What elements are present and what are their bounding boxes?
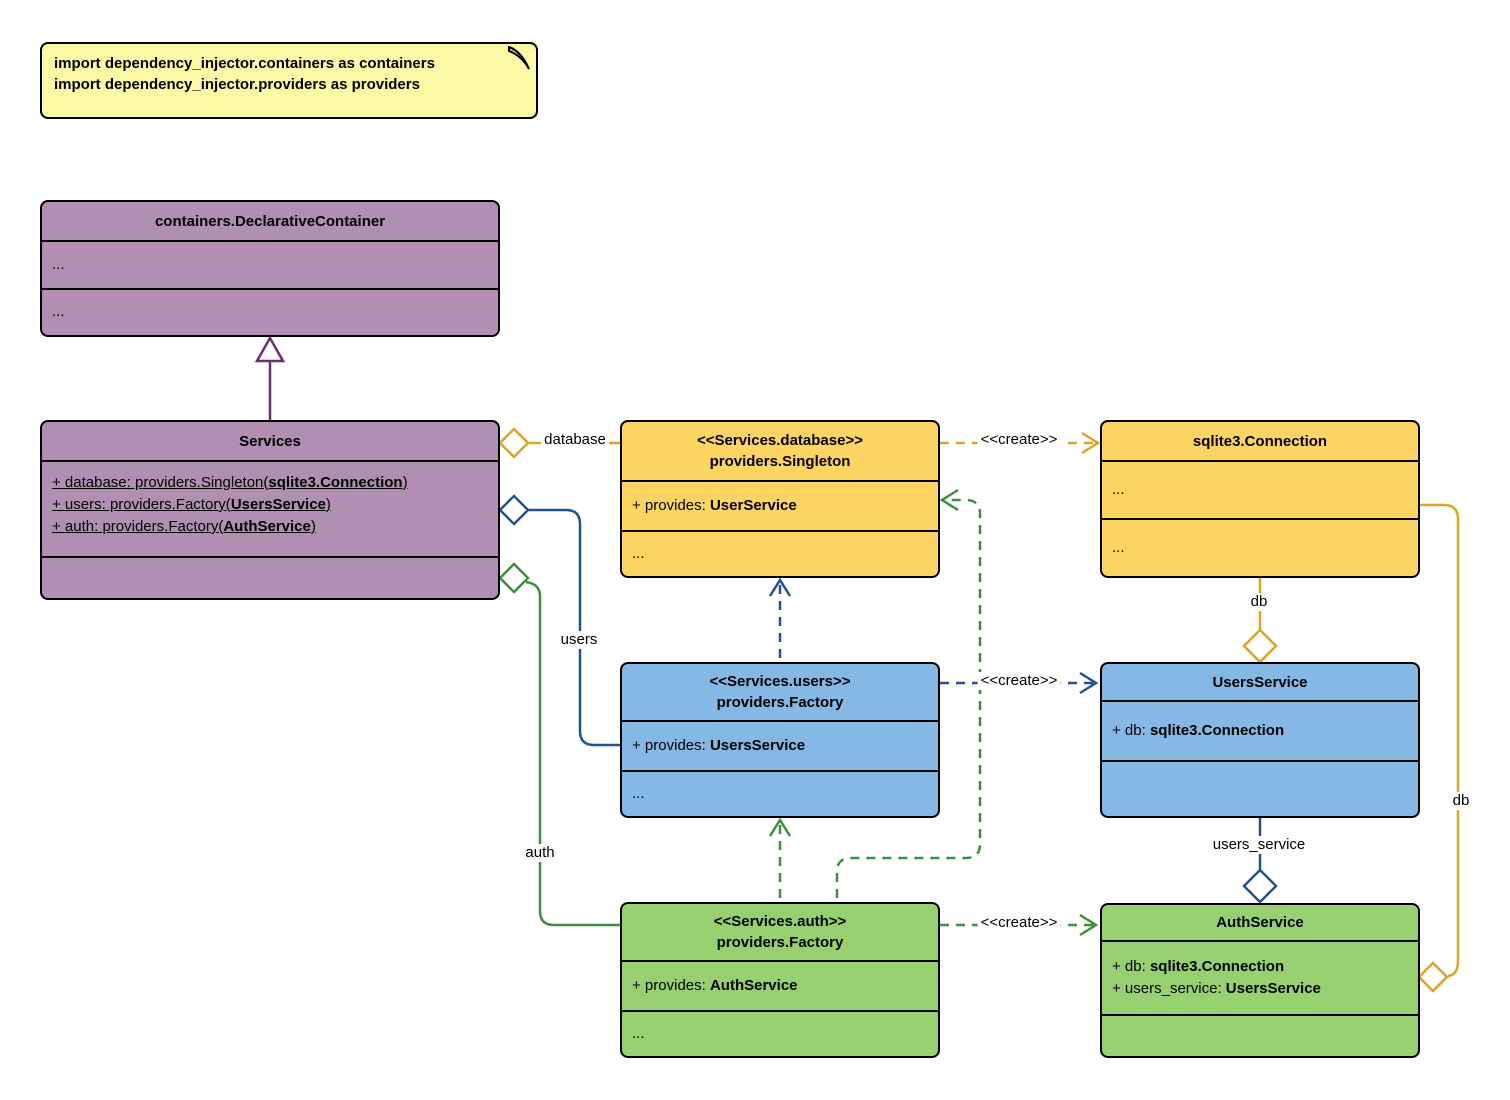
edge-users — [528, 508, 620, 747]
class-title: Services — [239, 432, 301, 450]
class-database-singleton: <<Services.database>> providers.Singleto… — [620, 420, 940, 578]
attributes-compartment: + db: sqlite3.Connection + users_service… — [1102, 940, 1418, 1014]
edge-label-users-service: users_service — [1209, 836, 1309, 854]
generalization-triangle-icon — [254, 335, 286, 363]
class-title: AuthService — [1216, 914, 1304, 931]
arrowhead-auth-singleton-icon — [939, 488, 959, 512]
aggregation-diamond-users-icon — [498, 494, 530, 526]
aggregation-diamond-db-right-icon — [1417, 961, 1449, 993]
attr-db: + db: sqlite3.Connection — [1112, 958, 1285, 975]
methods-compartment — [1102, 1014, 1418, 1056]
attributes-compartment: ... — [42, 240, 498, 288]
class-users-service: UsersService + db: sqlite3.Connection — [1100, 662, 1420, 818]
ellipsis-row: ... — [632, 545, 645, 562]
class-sqlite-connection: sqlite3.Connection ... ... — [1100, 420, 1420, 578]
attr-users-service: + users_service: UsersService — [1112, 980, 1321, 997]
class-title: <<Services.auth>> providers.Factory — [713, 913, 847, 951]
ellipsis-row: ... — [632, 785, 645, 802]
edge-label-users: users — [557, 631, 601, 649]
class-title: sqlite3.Connection — [1192, 432, 1328, 450]
attr-provides: + provides: UserService — [632, 497, 797, 514]
ellipsis-row: ... — [52, 303, 65, 321]
methods-compartment: ... — [42, 287, 498, 336]
edge-db-right — [1420, 503, 1460, 978]
methods-compartment: ... — [622, 1010, 938, 1056]
class-title: containers.DeclarativeContainer — [154, 212, 386, 230]
ellipsis-row: ... — [632, 1025, 645, 1042]
note-line: import dependency_injector.providers as … — [54, 76, 420, 93]
methods-compartment — [42, 556, 498, 598]
class-stereotype: <<Services.users>> — [709, 673, 851, 690]
attributes-compartment: + provides: UsersService — [622, 720, 938, 770]
aggregation-diamond-database-icon — [498, 427, 530, 459]
note-fold-icon — [508, 46, 530, 70]
attr-db: + db: sqlite3.Connection — [1112, 722, 1285, 739]
note-line: import dependency_injector.containers as… — [54, 55, 435, 72]
edge-label-create-database: <<create>> — [977, 431, 1061, 449]
arrowhead-auth-factory-icon — [768, 817, 792, 837]
aggregation-diamond-db-mid-icon — [1242, 628, 1278, 664]
class-declarative-container: containers.DeclarativeContainer ... ... — [40, 200, 500, 337]
class-title: <<Services.users>> providers.Factory — [709, 673, 851, 711]
attributes-compartment: + provides: AuthService — [622, 960, 938, 1010]
ellipsis-row: ... — [52, 255, 65, 273]
attributes-compartment: + db: sqlite3.Connection — [1102, 700, 1418, 760]
class-users-factory: <<Services.users>> providers.Factory + p… — [620, 662, 940, 818]
arrowhead-create-users-icon — [1079, 671, 1099, 695]
ellipsis-row: ... — [1112, 539, 1125, 556]
attributes-compartment: + database: providers.Singleton(sqlite3.… — [42, 460, 498, 556]
arrowhead-create-database-icon — [1081, 431, 1101, 455]
methods-compartment: ... — [622, 530, 938, 576]
attr-database: + database: providers.Singleton(sqlite3.… — [52, 474, 408, 491]
class-stereotype: <<Services.auth>> — [713, 913, 847, 930]
edge-label-create-auth: <<create>> — [977, 914, 1061, 932]
attr-auth: + auth: providers.Factory(AuthService) — [52, 518, 316, 535]
attr-users: + users: providers.Factory(UsersService) — [52, 496, 331, 513]
class-stereotype: <<Services.database>> — [697, 432, 863, 449]
edge-label-auth: auth — [522, 844, 558, 862]
edge-label-database: database — [541, 431, 609, 449]
edge-label-db-right: db — [1449, 792, 1473, 810]
edge-label-db-mid: db — [1247, 593, 1271, 611]
attr-provides: + provides: AuthService — [632, 977, 798, 994]
attr-provides: + provides: UsersService — [632, 737, 806, 754]
import-note: import dependency_injector.containers as… — [40, 42, 538, 119]
class-services: Services + database: providers.Singleton… — [40, 420, 500, 600]
attributes-compartment: + provides: UserService — [622, 480, 938, 530]
methods-compartment: ... — [1102, 518, 1418, 576]
class-title: UsersService — [1212, 673, 1308, 691]
ellipsis-row: ... — [1112, 481, 1125, 498]
aggregation-diamond-users-service-icon — [1242, 868, 1278, 904]
edge-auth-factory-to-singleton — [835, 498, 982, 898]
class-auth-factory: <<Services.auth>> providers.Factory + pr… — [620, 902, 940, 1058]
attributes-compartment: ... — [1102, 460, 1418, 518]
class-title: <<Services.database>> providers.Singleto… — [697, 432, 863, 470]
methods-compartment: ... — [622, 770, 938, 816]
arrowhead-create-auth-icon — [1079, 913, 1099, 937]
edge-label-create-users: <<create>> — [977, 672, 1061, 690]
edge-auth — [525, 580, 620, 927]
class-auth-service: AuthService + db: sqlite3.Connection + u… — [1100, 903, 1420, 1058]
aggregation-diamond-auth-icon — [498, 562, 530, 594]
methods-compartment — [1102, 760, 1418, 816]
arrowhead-users-factory-icon — [768, 577, 792, 597]
